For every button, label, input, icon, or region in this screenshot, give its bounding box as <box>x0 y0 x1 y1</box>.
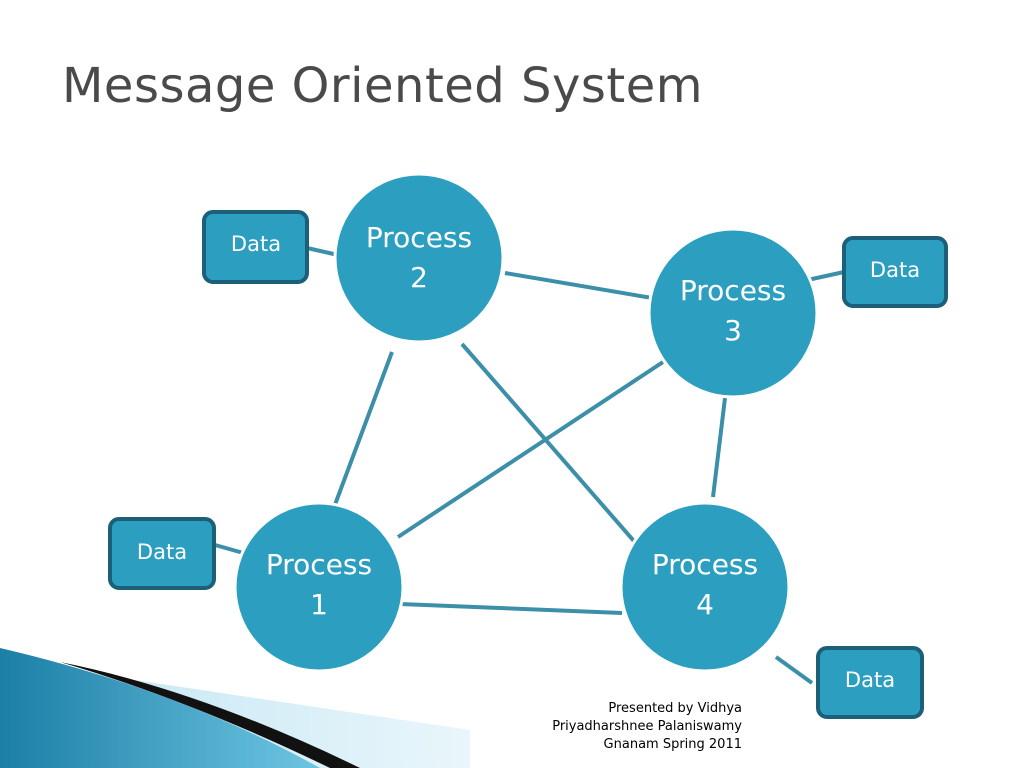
data-label-d1: Data <box>136 540 188 564</box>
data-boxes <box>108 210 948 719</box>
swoosh-blue <box>0 648 320 768</box>
process-label-p2: Process 2 <box>365 221 473 294</box>
corner-decoration <box>0 648 470 768</box>
data-label-d3: Data <box>869 258 921 282</box>
process-label-p4: Process 4 <box>651 548 759 621</box>
data-box-d4 <box>816 646 924 719</box>
link-p2-p3 <box>504 271 653 300</box>
process-label-p1: Process 1 <box>265 548 373 621</box>
data-box-d3 <box>842 236 948 308</box>
link-p2-p4 <box>460 342 642 550</box>
process-node-p1 <box>233 501 405 673</box>
process-node-p4 <box>619 501 791 673</box>
data-label-d4: Data <box>844 668 896 692</box>
process-node-p2 <box>333 172 505 344</box>
link-p2-p1 <box>331 351 394 511</box>
data-box-d2 <box>202 210 309 284</box>
process-label-p3: Process 3 <box>679 274 787 347</box>
process-node-p3 <box>647 227 819 399</box>
presenter-credit: Presented by Vidhya Priyadharshnee Palan… <box>552 700 742 754</box>
link-p1-p4 <box>399 602 623 615</box>
swoosh-black <box>60 662 360 768</box>
slide-title: Message Oriented System <box>62 58 704 114</box>
credit-line-1: Presented by Vidhya <box>608 701 742 716</box>
data-label-d2: Data <box>230 232 282 256</box>
process-links <box>331 271 727 615</box>
link-p3-p1 <box>396 360 665 539</box>
credit-line-2: Priyadharshnee Palaniswamy <box>552 719 742 734</box>
link-p3-p4 <box>711 397 727 498</box>
data-box-d1 <box>108 517 216 590</box>
link-d2-p2 <box>306 246 339 257</box>
credit-line-3: Gnanam Spring 2011 <box>603 737 742 752</box>
link-d4-p4 <box>774 655 814 685</box>
process-nodes <box>233 172 819 673</box>
